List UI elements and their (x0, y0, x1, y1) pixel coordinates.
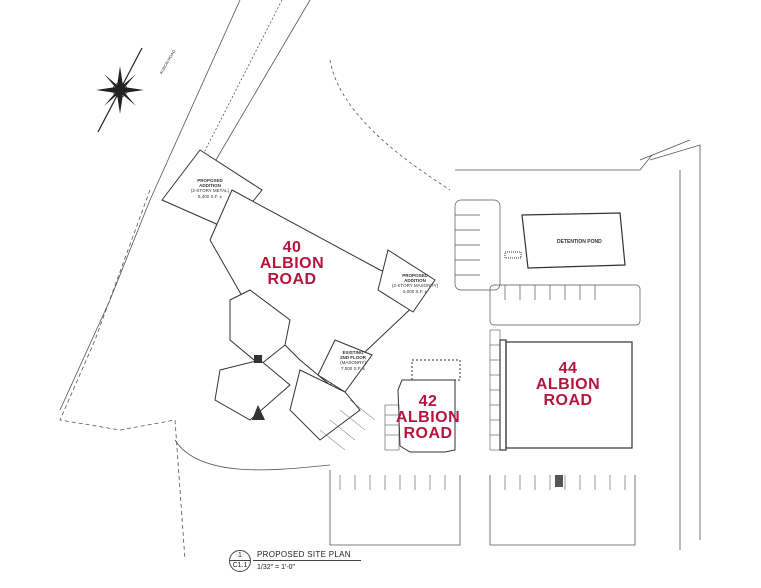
parking-south-2 (489, 475, 636, 546)
north-arrow-icon (96, 47, 144, 133)
road-edge-ne (639, 139, 691, 161)
utility-pad (254, 355, 262, 363)
building-42-road: ROAD (403, 425, 453, 442)
detail-callout-circle: 1 C1.1 (229, 550, 251, 572)
building-42-street: ALBION (395, 409, 461, 426)
building-40-number: 40 (282, 239, 302, 256)
road-edge-west (59, 0, 241, 411)
drive-south-west (174, 439, 331, 471)
building-44-number: 44 (558, 360, 578, 377)
building-40-label: 40 ALBION ROAD (252, 240, 332, 288)
parking-42-west (384, 404, 400, 451)
proposed-addition-nw-note: PROPOSED ADDITION (2-STORY METAL) 5,400 … (190, 178, 230, 199)
property-line-north (329, 59, 451, 191)
existing-2nd-floor-note: EXISTING 2ND FLOOR (MASONRY) 7,000 S.F. … (339, 350, 366, 371)
parking-stalls-40 (319, 399, 376, 451)
parking-south-1 (329, 470, 461, 546)
stair-marker (252, 405, 265, 420)
building-42-label: 42 ALBION ROAD (394, 394, 462, 442)
parking-44-west (489, 329, 501, 451)
building-40-street: ALBION (259, 255, 325, 272)
road-edge-east (209, 0, 311, 171)
building-44-road: ROAD (543, 392, 593, 409)
parking-south-stalls (339, 475, 626, 490)
parking-ne (454, 199, 641, 326)
proposed-addition-ne-note: PROPOSED ADDITION (2-STORY MASONRY) 5,00… (391, 273, 439, 294)
lot-line-north (455, 154, 653, 171)
title-underline (253, 560, 361, 561)
drawing-title-block: 1 C1.1 PROPOSED SITE PLAN 1/32" = 1'-0" (225, 548, 365, 580)
building-42-number: 42 (418, 393, 438, 410)
detention-pond (521, 212, 626, 269)
building-40 (161, 149, 436, 441)
building-44 (499, 339, 633, 451)
property-line-west (59, 189, 186, 561)
plan-title: PROPOSED SITE PLAN (257, 550, 351, 559)
building-42 (397, 359, 461, 453)
detention-pond-label: DETENTION POND (557, 239, 602, 245)
property-line-east (649, 144, 701, 540)
building-44-street: ALBION (535, 376, 601, 393)
plan-scale: 1/32" = 1'-0" (257, 564, 296, 571)
road-centerline (189, 0, 283, 181)
pond-outlet (504, 251, 522, 259)
detail-number: 1 (238, 552, 242, 559)
building-44-label: 44 ALBION ROAD (528, 361, 608, 409)
accessible-stall-marker (555, 475, 563, 487)
building-40-road: ROAD (267, 271, 317, 288)
sheet-number: C1.1 (232, 562, 248, 569)
